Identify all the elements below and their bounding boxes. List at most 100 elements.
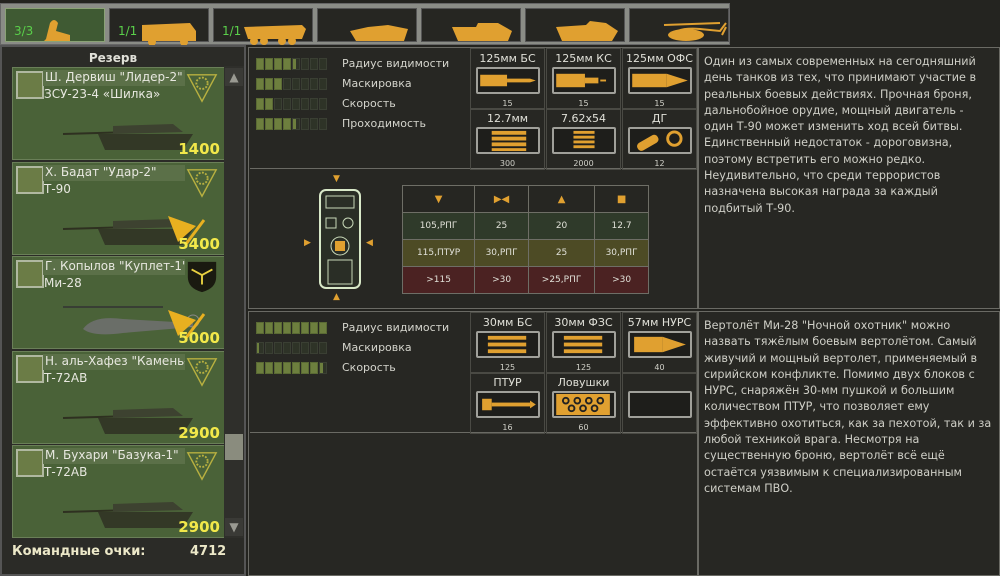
- tab-count: 1/1: [118, 24, 138, 38]
- unit-type: Т-90: [44, 181, 71, 196]
- ammo-name: 12.7мм: [486, 112, 529, 125]
- ammo-name: Ловушки: [557, 376, 610, 389]
- unit-card[interactable]: Н. аль-Хафез "Камень-2" Т-72АВ 2900: [12, 350, 225, 444]
- atgm-icon: [476, 391, 540, 418]
- ifv-icon: [350, 25, 408, 41]
- armor-cell: >30: [474, 266, 529, 294]
- rocket-pod-icon: [628, 331, 692, 358]
- stat-label: Маскировка: [342, 341, 412, 354]
- unit-select-checkbox[interactable]: [16, 449, 44, 477]
- ammo-slot[interactable]: 125мм БС 15: [470, 48, 545, 110]
- ammo-slot[interactable]: 57мм НУРС 40: [622, 312, 697, 374]
- light-tank-icon: [452, 23, 512, 41]
- unit-cost: 2900: [178, 423, 220, 442]
- unit-type: Ми-28: [44, 276, 82, 290]
- armor-cell: >30: [594, 266, 649, 294]
- cannon-rounds-icon: [552, 331, 616, 358]
- armor-cell: 115,ПТУР: [401, 239, 476, 267]
- armor-cell: 25: [527, 239, 596, 267]
- tab-ifv[interactable]: [317, 8, 417, 42]
- armor-cell: 20: [527, 212, 596, 240]
- ammo-slot[interactable]: ДГ 12: [622, 108, 697, 170]
- unit-select-checkbox[interactable]: [16, 260, 44, 288]
- unit-cost: 5000: [178, 329, 220, 347]
- stat-bar: [256, 322, 327, 335]
- scroll-thumb[interactable]: [225, 434, 243, 460]
- top-icon: ■: [594, 185, 649, 213]
- armor-badge-icon: [186, 168, 218, 198]
- tab-light-tank[interactable]: [421, 8, 521, 42]
- tab-infantry[interactable]: 3/3: [5, 8, 105, 42]
- left-arrow-icon: ▶: [304, 238, 311, 248]
- reserve-scrollbar[interactable]: ▲ ▼: [224, 66, 244, 538]
- ammo-name: 57мм НУРС: [627, 316, 692, 329]
- ammo-name: 30мм БС: [482, 316, 533, 329]
- unit-type: Т-72АВ: [44, 465, 88, 479]
- unit-select-checkbox[interactable]: [16, 165, 44, 194]
- ammo-slot[interactable]: 7.62x54 2000: [546, 108, 621, 170]
- smoke-grenade-icon: [628, 127, 692, 154]
- ammo-slot[interactable]: 125мм КС 15: [546, 48, 621, 110]
- stat-bar: [256, 118, 327, 131]
- ammo-count: 2000: [573, 159, 594, 168]
- ammo-count: 12: [654, 159, 665, 168]
- empty-slot: [628, 391, 692, 418]
- armor-cell: >25,РПГ: [527, 266, 596, 294]
- unit-select-checkbox[interactable]: [16, 354, 44, 383]
- unit-cost: 1400: [178, 140, 220, 158]
- armor-badge-icon: [186, 357, 218, 387]
- rifle-rounds-icon: [552, 127, 616, 154]
- unit-commander-name: М. Бухари "Базука-1": [43, 448, 185, 464]
- unit-card[interactable]: Ш. Дервиш "Лидер-2" ЗСУ-23-4 «Шилка» 140…: [12, 67, 225, 160]
- scroll-up-button[interactable]: ▲: [225, 68, 243, 86]
- tab-helicopter[interactable]: [629, 8, 729, 42]
- ammo-slot[interactable]: [622, 372, 697, 434]
- tab-tank[interactable]: [525, 8, 625, 42]
- rear-arrow-icon: ▲: [333, 292, 340, 302]
- unit-card[interactable]: Х. Бадат "Удар-2" Т-90 5400: [12, 161, 225, 255]
- command-points-value: 4712: [190, 544, 227, 559]
- ammo-slot[interactable]: 125мм ОФС 15: [622, 48, 697, 110]
- helicopter-icon: [663, 22, 727, 41]
- ammo-count: 15: [654, 99, 665, 108]
- side-icon: ▶◀: [474, 185, 529, 213]
- right-arrow-icon: ◀: [366, 238, 373, 248]
- rank-chevron-icon: [168, 310, 206, 339]
- ammo-count: 60: [578, 423, 589, 432]
- flares-icon: [552, 391, 616, 418]
- unit-card[interactable]: Г. Копылов "Куплет-1" Ми-28 5000: [12, 256, 225, 349]
- unit-select-checkbox[interactable]: [16, 71, 44, 99]
- unit-type: ЗСУ-23-4 «Шилка»: [44, 87, 161, 101]
- ammo-slot[interactable]: Ловушки 60: [546, 372, 621, 434]
- ammo-slot[interactable]: 30мм БС 125: [470, 312, 545, 374]
- ammo-name: ПТУР: [493, 376, 522, 389]
- ammo-count: 15: [578, 99, 589, 108]
- unit-card[interactable]: М. Бухари "Базука-1" Т-72АВ 2900: [12, 445, 225, 538]
- armored-car-icon: [142, 23, 196, 45]
- tank-icon: [556, 21, 618, 41]
- reserve-panel: Резерв Ш. Дервиш "Лидер-2" ЗСУ-23-4 «Шил…: [0, 45, 246, 576]
- tank-description: Один из самых современных на сегодняшний…: [704, 55, 977, 215]
- front-icon: ▼: [401, 185, 476, 213]
- vehicle-image-icon: [62, 124, 193, 150]
- apc-icon: [244, 25, 306, 45]
- ammo-slot[interactable]: ПТУР 16: [470, 372, 545, 434]
- stat-label: Радиус видимости: [342, 321, 450, 334]
- ammo-slot[interactable]: 30мм ФЗС 125: [546, 312, 621, 374]
- tank-topdown-icon: [319, 189, 361, 289]
- stat-bar: [256, 78, 327, 91]
- armor-cell: 105,РПГ: [401, 212, 476, 240]
- scroll-down-button[interactable]: ▼: [225, 518, 243, 536]
- ammo-slot[interactable]: 12.7мм 300: [470, 108, 545, 170]
- tab-armored-car[interactable]: 1/1: [109, 8, 209, 45]
- ammo-count: 125: [575, 363, 592, 372]
- stat-label: Радиус видимости: [342, 57, 450, 70]
- unit-cost: 5400: [178, 234, 220, 253]
- rank-chevron-icon: [168, 215, 206, 245]
- tab-apc[interactable]: 1/1: [213, 8, 313, 45]
- stat-label: Проходимость: [342, 117, 426, 130]
